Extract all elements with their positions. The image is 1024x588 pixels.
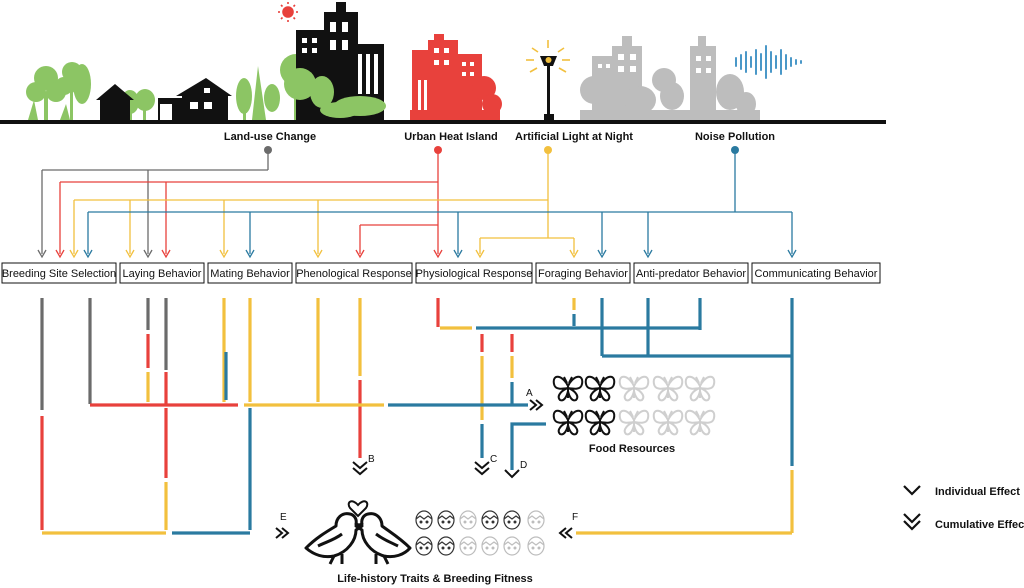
effect-arrow-c (474, 461, 490, 476)
behavior-box-phenological: Phenological Response (295, 262, 413, 284)
food-resources-label: Food Resources (589, 443, 675, 455)
behavior-box-foraging: Foraging Behavior (535, 262, 631, 284)
factor-label-heat: Urban Heat Island (404, 131, 498, 143)
svg-text:Breeding Site Selection: Breeding Site Selection (2, 268, 116, 280)
butterfly-icon (552, 409, 584, 436)
butterfly-icon (584, 375, 616, 402)
butterfly-icon (618, 409, 650, 436)
bird-left-icon (304, 512, 364, 565)
behavior-box-mating: Mating Behavior (207, 262, 293, 284)
tree-icon (26, 62, 155, 120)
factor-label-light: Artificial Light at Night (515, 131, 633, 143)
heat-buildings-icon (410, 34, 502, 120)
source-dot-noise (731, 146, 739, 154)
sun-icon (278, 2, 298, 22)
heart-icon (347, 500, 369, 518)
effect-arrow-f (558, 527, 573, 539)
effect-arrow-a (529, 399, 544, 411)
chick-icon (503, 536, 521, 556)
chick-icon (437, 510, 455, 530)
effect-arrow-b (352, 461, 368, 476)
chick-icon (481, 510, 499, 530)
effect-letter-e: E (280, 512, 287, 523)
butterfly-icon (684, 409, 716, 436)
house-icon (158, 78, 232, 120)
factor-label-noise: Noise Pollution (695, 131, 775, 143)
svg-text:Laying Behavior: Laying Behavior (123, 268, 202, 280)
chick-icon (481, 536, 499, 556)
legend-cumulative-label: Cumulative Effect (935, 519, 1024, 531)
food-resources-illustration (552, 375, 716, 436)
fitness-label: Life-history Traits & Breeding Fitness (337, 573, 533, 585)
behavior-to-outcome-connections (40, 298, 794, 535)
behavior-box-physiological: Physiological Response (415, 262, 533, 284)
svg-text:Phenological Response: Phenological Response (296, 268, 412, 280)
bird-right-icon (354, 512, 412, 565)
source-dot-light (544, 146, 552, 154)
butterfly-icon (652, 375, 684, 402)
individual-effect-icon (903, 485, 921, 496)
source-dot-land-use (264, 146, 272, 154)
effect-letter-f: F (572, 512, 578, 523)
effect-letter-b: B (368, 454, 375, 465)
chick-icon (503, 510, 521, 530)
butterfly-icon (652, 409, 684, 436)
house-icon (96, 84, 134, 120)
svg-text:Anti-predator Behavior: Anti-predator Behavior (636, 268, 746, 280)
behavior-boxes: Breeding Site Selection Laying Behavior … (1, 262, 881, 284)
behavior-box-laying: Laying Behavior (119, 262, 205, 284)
chick-icon (459, 536, 477, 556)
effect-arrow-e (275, 527, 290, 539)
factor-to-behavior-connections (41, 146, 793, 254)
chick-icon (415, 536, 433, 556)
chicks-illustration (415, 510, 545, 556)
svg-text:Communicating Behavior: Communicating Behavior (755, 268, 878, 280)
behavior-box-anti-predator: Anti-predator Behavior (633, 262, 749, 284)
behavior-box-breeding-site: Breeding Site Selection (1, 262, 117, 284)
effect-arrow-d (504, 469, 520, 479)
chick-icon (527, 510, 545, 530)
legend-individual-label: Individual Effect (935, 486, 1020, 498)
effect-letter-d: D (520, 460, 527, 471)
effect-arrows (275, 399, 573, 539)
cumulative-effect-icon (903, 513, 921, 531)
bird-couple-icon (304, 500, 412, 565)
chick-icon (527, 536, 545, 556)
sound-wave-icon (735, 45, 802, 79)
svg-text:Mating Behavior: Mating Behavior (210, 268, 290, 280)
behavior-arrowheads (37, 249, 797, 259)
chick-icon (437, 536, 455, 556)
legend: Individual Effect Cumulative Effect (903, 485, 1024, 531)
butterfly-icon (618, 375, 650, 402)
cityscape-illustration (0, 2, 886, 124)
gray-buildings-icon (580, 36, 760, 120)
butterfly-icon (684, 375, 716, 402)
street-lamp-icon (526, 40, 570, 120)
factor-label-land-use: Land-use Change (224, 131, 316, 143)
butterfly-icon (584, 409, 616, 436)
effect-letter-c: C (490, 454, 497, 465)
butterfly-icon (552, 375, 584, 402)
svg-text:Physiological Response: Physiological Response (416, 268, 533, 280)
buildings-icon (284, 2, 386, 120)
chick-icon (415, 510, 433, 530)
chick-icon (459, 510, 477, 530)
source-dot-heat (434, 146, 442, 154)
ground-line (0, 120, 886, 124)
svg-text:Foraging Behavior: Foraging Behavior (538, 268, 628, 280)
behavior-box-communicating: Communicating Behavior (751, 262, 881, 284)
effect-letter-a: A (526, 388, 533, 399)
